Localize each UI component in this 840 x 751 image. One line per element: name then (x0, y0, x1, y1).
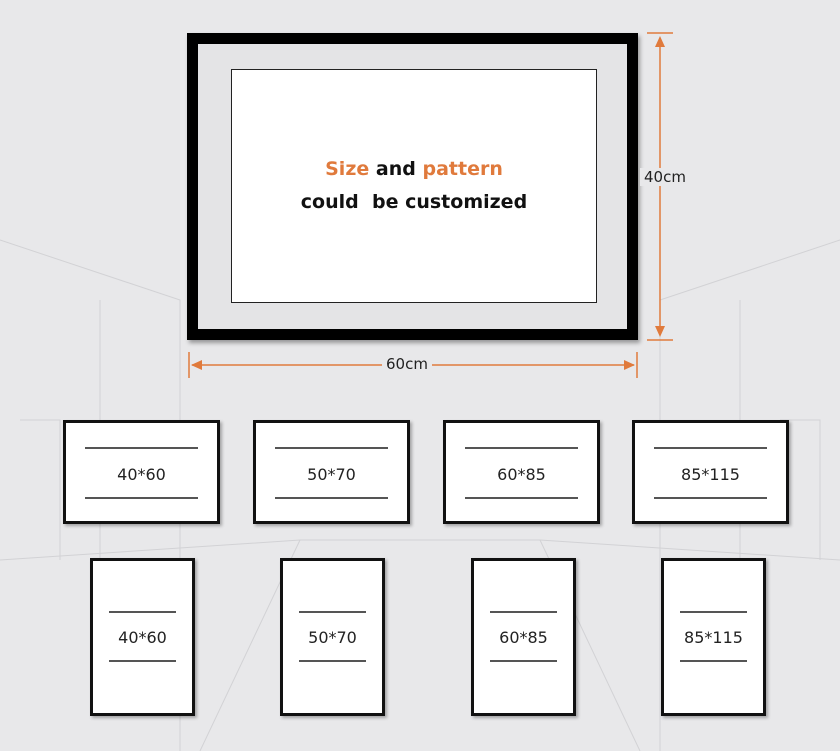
frame-artwork-area: Size and pattern could be customized (231, 69, 597, 303)
divider (465, 447, 578, 449)
divider (275, 447, 388, 449)
height-label: 40cm (640, 168, 690, 186)
size-option-landscape-50x70[interactable]: 50*70 (253, 420, 410, 524)
size-option-landscape-85x115[interactable]: 85*115 (632, 420, 789, 524)
picture-frame: Size and pattern could be customized (187, 33, 638, 340)
divider (490, 660, 557, 662)
word-pattern: pattern (422, 158, 503, 180)
divider (275, 497, 388, 499)
word-size: Size (325, 158, 370, 180)
size-label: 85*115 (681, 465, 740, 484)
size-label: 50*70 (307, 465, 356, 484)
word-and: and (375, 158, 416, 180)
divider (654, 497, 767, 499)
divider (85, 447, 198, 449)
divider (299, 660, 366, 662)
size-label: 60*85 (499, 628, 548, 647)
divider (109, 660, 176, 662)
size-label: 60*85 (497, 465, 546, 484)
divider (680, 611, 747, 613)
size-label: 40*60 (118, 628, 167, 647)
customization-heading: Size and pattern (325, 153, 503, 186)
size-option-portrait-60x85[interactable]: 60*85 (471, 558, 576, 716)
size-label: 40*60 (117, 465, 166, 484)
size-option-portrait-40x60[interactable]: 40*60 (90, 558, 195, 716)
divider (299, 611, 366, 613)
divider (654, 447, 767, 449)
size-label: 50*70 (308, 628, 357, 647)
divider (490, 611, 557, 613)
divider (85, 497, 198, 499)
size-label: 85*115 (684, 628, 743, 647)
size-option-portrait-85x115[interactable]: 85*115 (661, 558, 766, 716)
size-option-landscape-60x85[interactable]: 60*85 (443, 420, 600, 524)
divider (465, 497, 578, 499)
size-option-portrait-50x70[interactable]: 50*70 (280, 558, 385, 716)
divider (109, 611, 176, 613)
divider (680, 660, 747, 662)
width-label: 60cm (382, 355, 432, 373)
customization-subheading: could be customized (300, 191, 528, 213)
size-option-landscape-40x60[interactable]: 40*60 (63, 420, 220, 524)
